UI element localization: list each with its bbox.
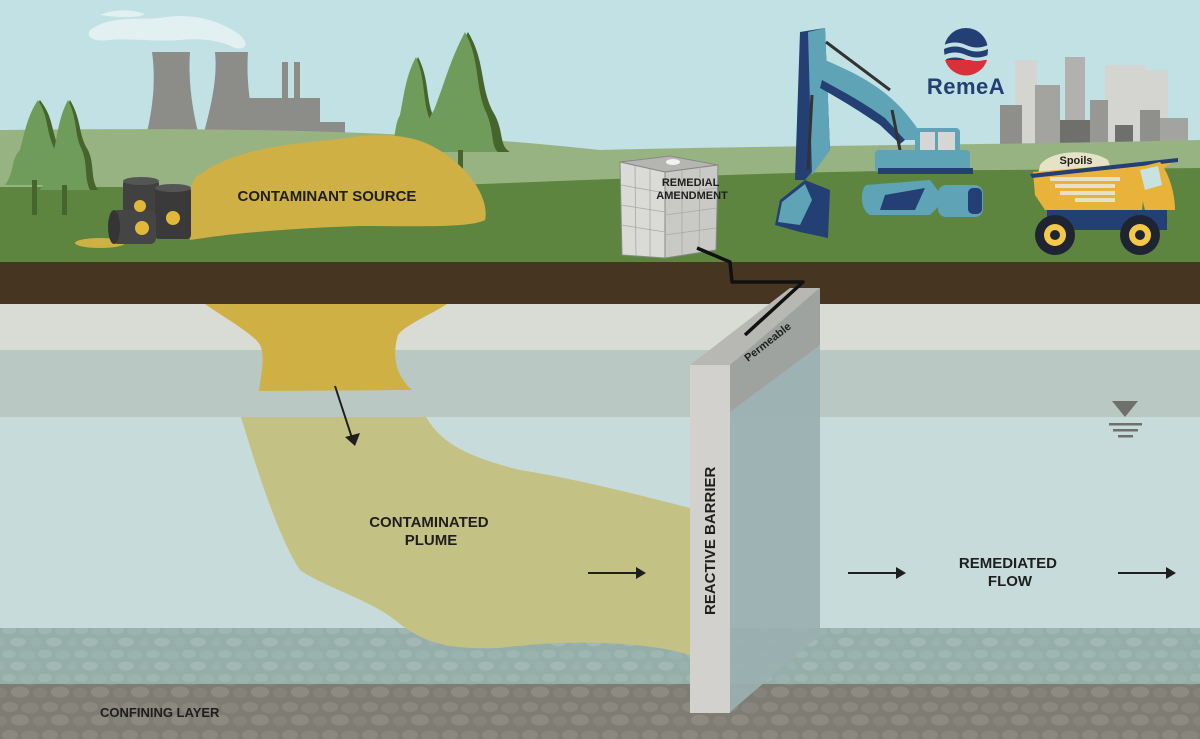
- confining-layer-label: CONFINING LAYER: [100, 705, 220, 720]
- contaminated-plume: [241, 417, 690, 655]
- water-table-icon: [1109, 401, 1142, 438]
- remedial-amendment-label: REMEDIAL AMENDMENT: [656, 177, 728, 202]
- excavator-icon: [775, 28, 983, 238]
- tree-icon: [390, 32, 510, 190]
- radioactive-barrel-icon: [75, 177, 191, 248]
- contaminant-source-pile: [186, 135, 486, 240]
- remedial-amendment-line1: REMEDIAL: [662, 177, 720, 189]
- dump-truck-icon: [1030, 152, 1178, 255]
- spoils-label: Spoils: [1059, 155, 1092, 167]
- tree-icon: [5, 100, 98, 215]
- remea-logo-icon: [943, 28, 989, 76]
- remea-logo-text: RemeA: [927, 74, 1005, 99]
- remedial-amendment-line2: AMENDMENT: [656, 190, 728, 202]
- reactive-barrier-label: REACTIVE BARRIER: [702, 466, 719, 615]
- amendment-tank-icon: [619, 155, 719, 259]
- remediated-flow-label: REMEDIATED FLOW: [959, 555, 1061, 590]
- contaminated-plume-line2: PLUME: [405, 532, 458, 549]
- vadose-upper-layer: [0, 304, 1200, 350]
- amendment-cable: [696, 246, 805, 337]
- contaminated-plume-line1: CONTAMINATED: [369, 514, 489, 531]
- flow-arrow-icon: [848, 567, 906, 579]
- smoke: [88, 10, 246, 49]
- contaminated-plume-label: CONTAMINATED PLUME: [369, 514, 493, 549]
- flow-arrow-icon: [588, 567, 646, 579]
- confining-layer: [0, 684, 1200, 739]
- contaminant-source-label: CONTAMINANT SOURCE: [238, 188, 417, 205]
- vadose-lower-layer: [0, 350, 1200, 417]
- flow-arrow-icon: [1118, 567, 1176, 579]
- remediated-flow-line1: REMEDIATED: [959, 555, 1057, 572]
- remediated-flow-line2: FLOW: [988, 573, 1033, 590]
- topsoil-layer: [0, 262, 1200, 304]
- source-seepage: [205, 304, 447, 391]
- flow-arrow-icon: [334, 385, 360, 446]
